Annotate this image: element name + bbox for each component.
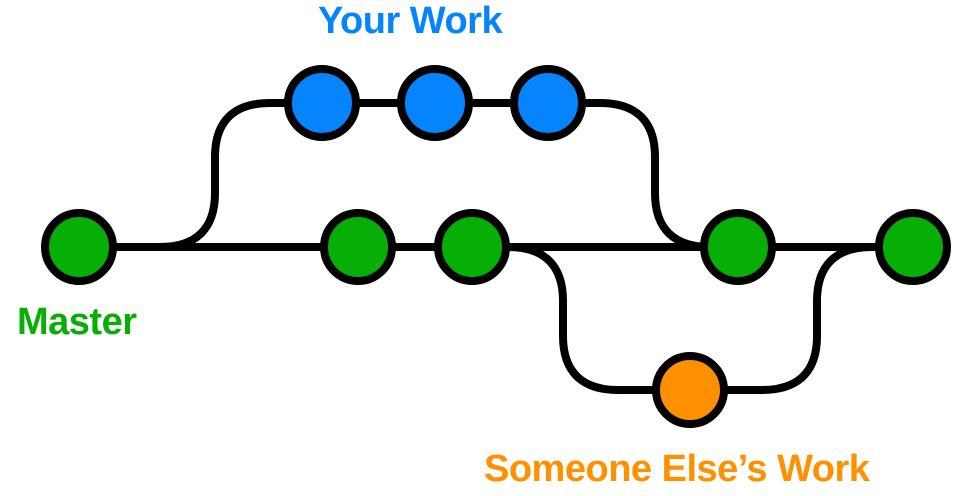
edge-branch-out-your-work [159, 99, 326, 251]
edge-branch-out-someone-else [507, 243, 660, 394]
branch-label-your-work: Your Work [318, 0, 503, 42]
branch-label-master: Master [17, 301, 137, 343]
commit-node-master-3[interactable] [434, 209, 510, 285]
commit-node-your-work-3[interactable] [510, 65, 586, 141]
branch-label-someone-else: Someone Else’s Work [484, 448, 870, 490]
commit-node-master-2[interactable] [320, 209, 396, 285]
commit-node-master-5[interactable] [875, 209, 951, 285]
commit-node-master-4[interactable] [700, 209, 776, 285]
edge-merge-in-someone-else [720, 243, 900, 394]
commit-node-your-work-1[interactable] [284, 65, 360, 141]
commit-node-your-work-2[interactable] [397, 65, 473, 141]
commit-node-someone-else-1[interactable] [652, 352, 728, 428]
edge-merge-in-your-work [544, 99, 742, 251]
commit-node-master-1[interactable] [41, 209, 117, 285]
